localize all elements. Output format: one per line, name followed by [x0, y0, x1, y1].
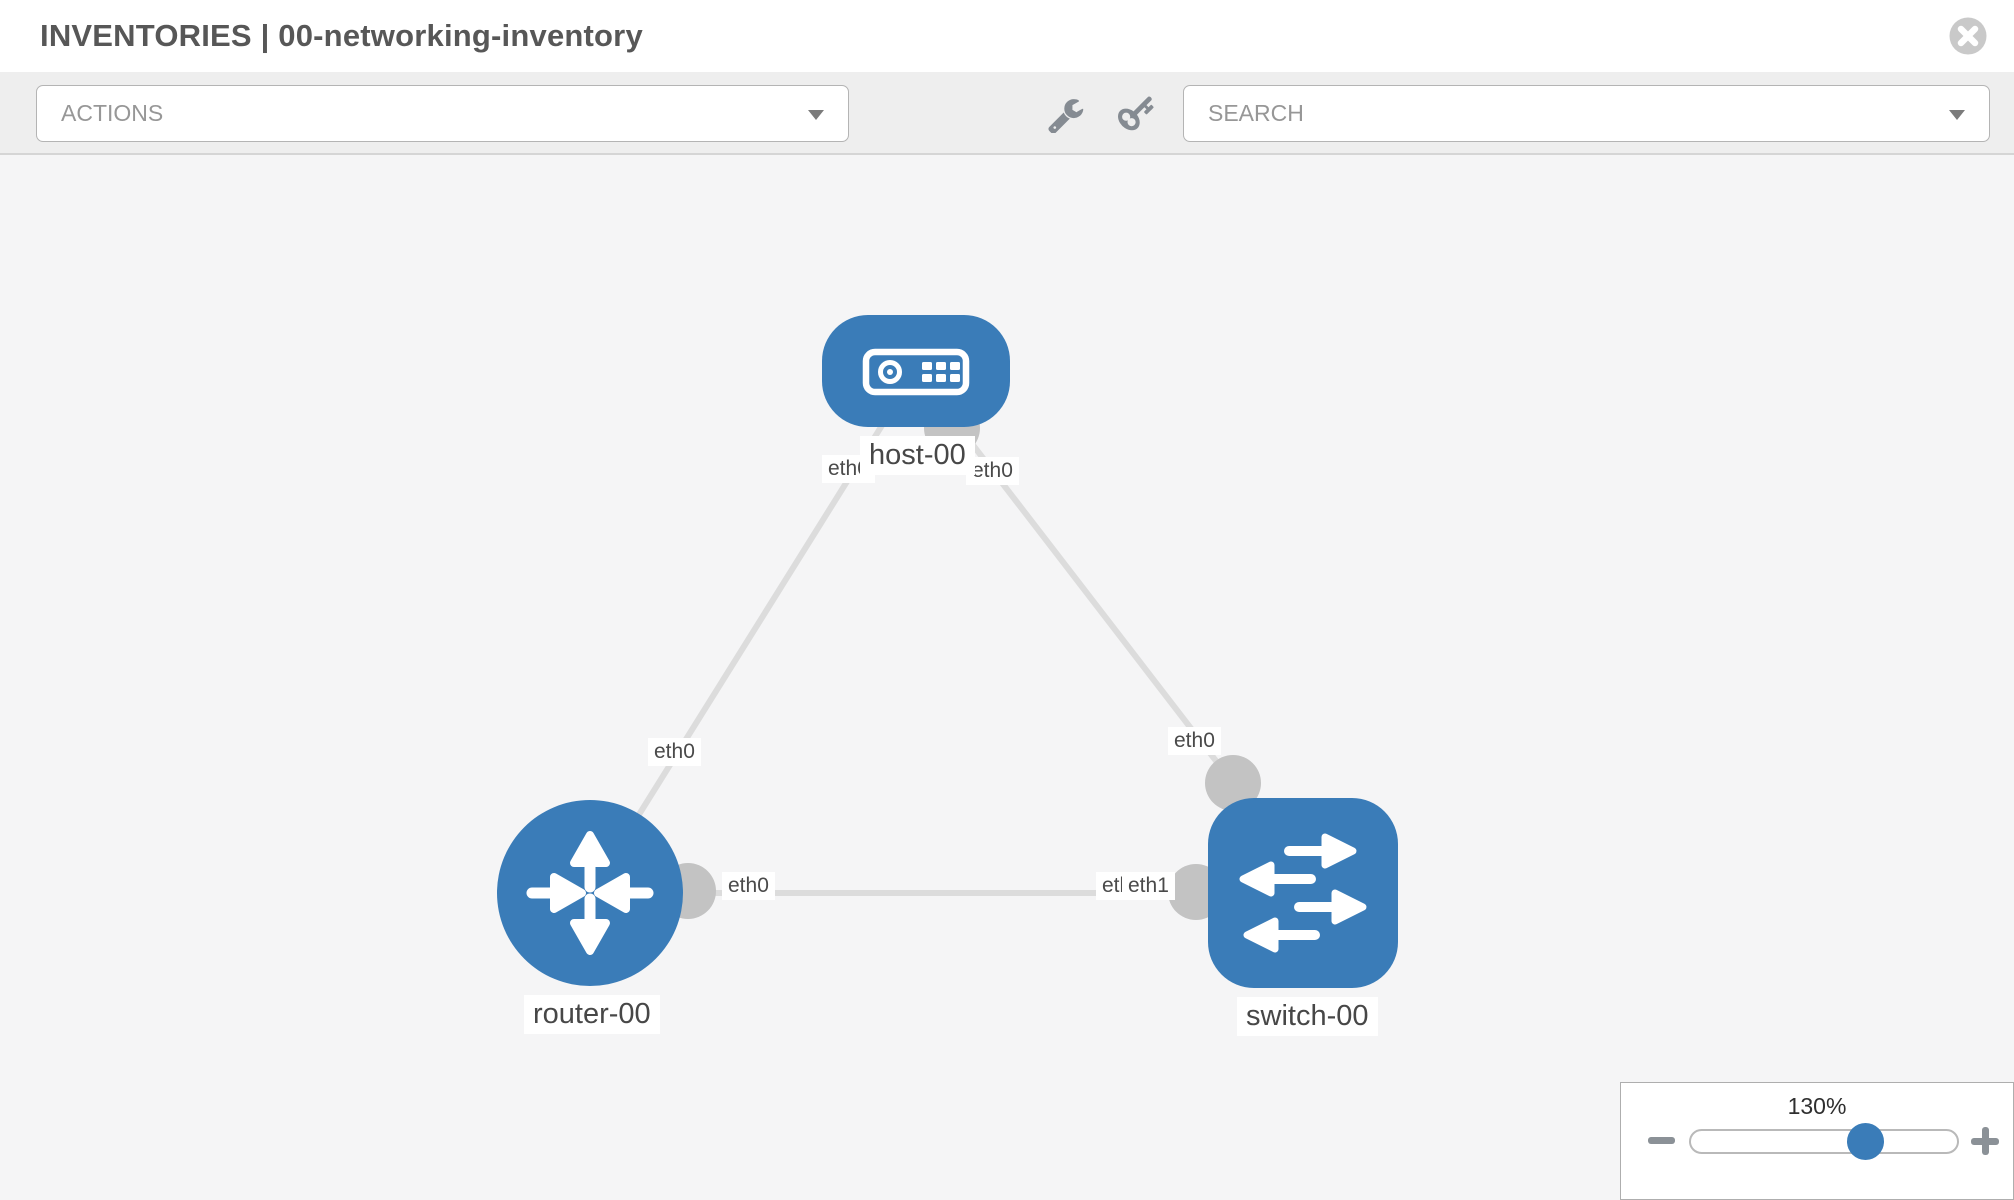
- search-placeholder: SEARCH: [1208, 100, 1304, 126]
- iface-label-host-eth0-right: eth0: [966, 457, 1019, 486]
- toolbar: ACTIONS SEARCH: [0, 72, 2014, 155]
- chevron-down-icon: [808, 109, 824, 120]
- close-button[interactable]: [1948, 16, 1988, 56]
- node-label-router-00: router-00: [524, 995, 660, 1034]
- node-switch-00[interactable]: [1208, 798, 1398, 988]
- topology-canvas[interactable]: eth0 eth0 eth0 eth0 eth0 eth0 eth1 host-…: [0, 155, 2014, 1200]
- iface-label-switch-eth0: eth0: [1168, 727, 1221, 756]
- search-dropdown[interactable]: SEARCH: [1183, 85, 1990, 142]
- node-host-00[interactable]: [822, 315, 1010, 427]
- actions-dropdown[interactable]: ACTIONS: [36, 85, 849, 142]
- header: INVENTORIES | 00-networking-inventory: [0, 0, 2014, 72]
- zoom-level: 130%: [1787, 1093, 1847, 1119]
- zoom-out-button[interactable]: [1648, 1137, 1675, 1144]
- router-icon: [526, 831, 654, 955]
- port-switch-00-eth0: [1205, 755, 1261, 811]
- iface-label-switch-eth1: eth1: [1122, 872, 1175, 901]
- zoom-slider-knob[interactable]: [1847, 1123, 1884, 1160]
- close-icon: [1949, 17, 1987, 55]
- node-label-switch-00: switch-00: [1237, 997, 1378, 1036]
- chevron-down-icon: [1949, 109, 1965, 120]
- wrench-button[interactable]: [1048, 95, 1086, 133]
- page-title: INVENTORIES | 00-networking-inventory: [40, 18, 643, 53]
- zoom-slider-track[interactable]: [1689, 1129, 1959, 1154]
- zoom-panel: 130%: [1620, 1082, 2014, 1200]
- node-router-00[interactable]: [497, 800, 683, 986]
- key-button[interactable]: [1118, 95, 1156, 133]
- wrench-icon: [1048, 99, 1084, 133]
- actions-dropdown-label: ACTIONS: [61, 100, 164, 126]
- iface-label-router-eth0: eth0: [722, 872, 775, 901]
- host-icon: [862, 348, 970, 396]
- switch-icon: [1239, 833, 1367, 953]
- node-label-host-00: host-00: [860, 436, 975, 475]
- topology-svg: [497, 315, 1398, 988]
- zoom-in-button[interactable]: [1971, 1127, 1999, 1155]
- iface-label-router-eth0-uplink: eth0: [648, 738, 701, 767]
- key-icon: [1118, 96, 1154, 131]
